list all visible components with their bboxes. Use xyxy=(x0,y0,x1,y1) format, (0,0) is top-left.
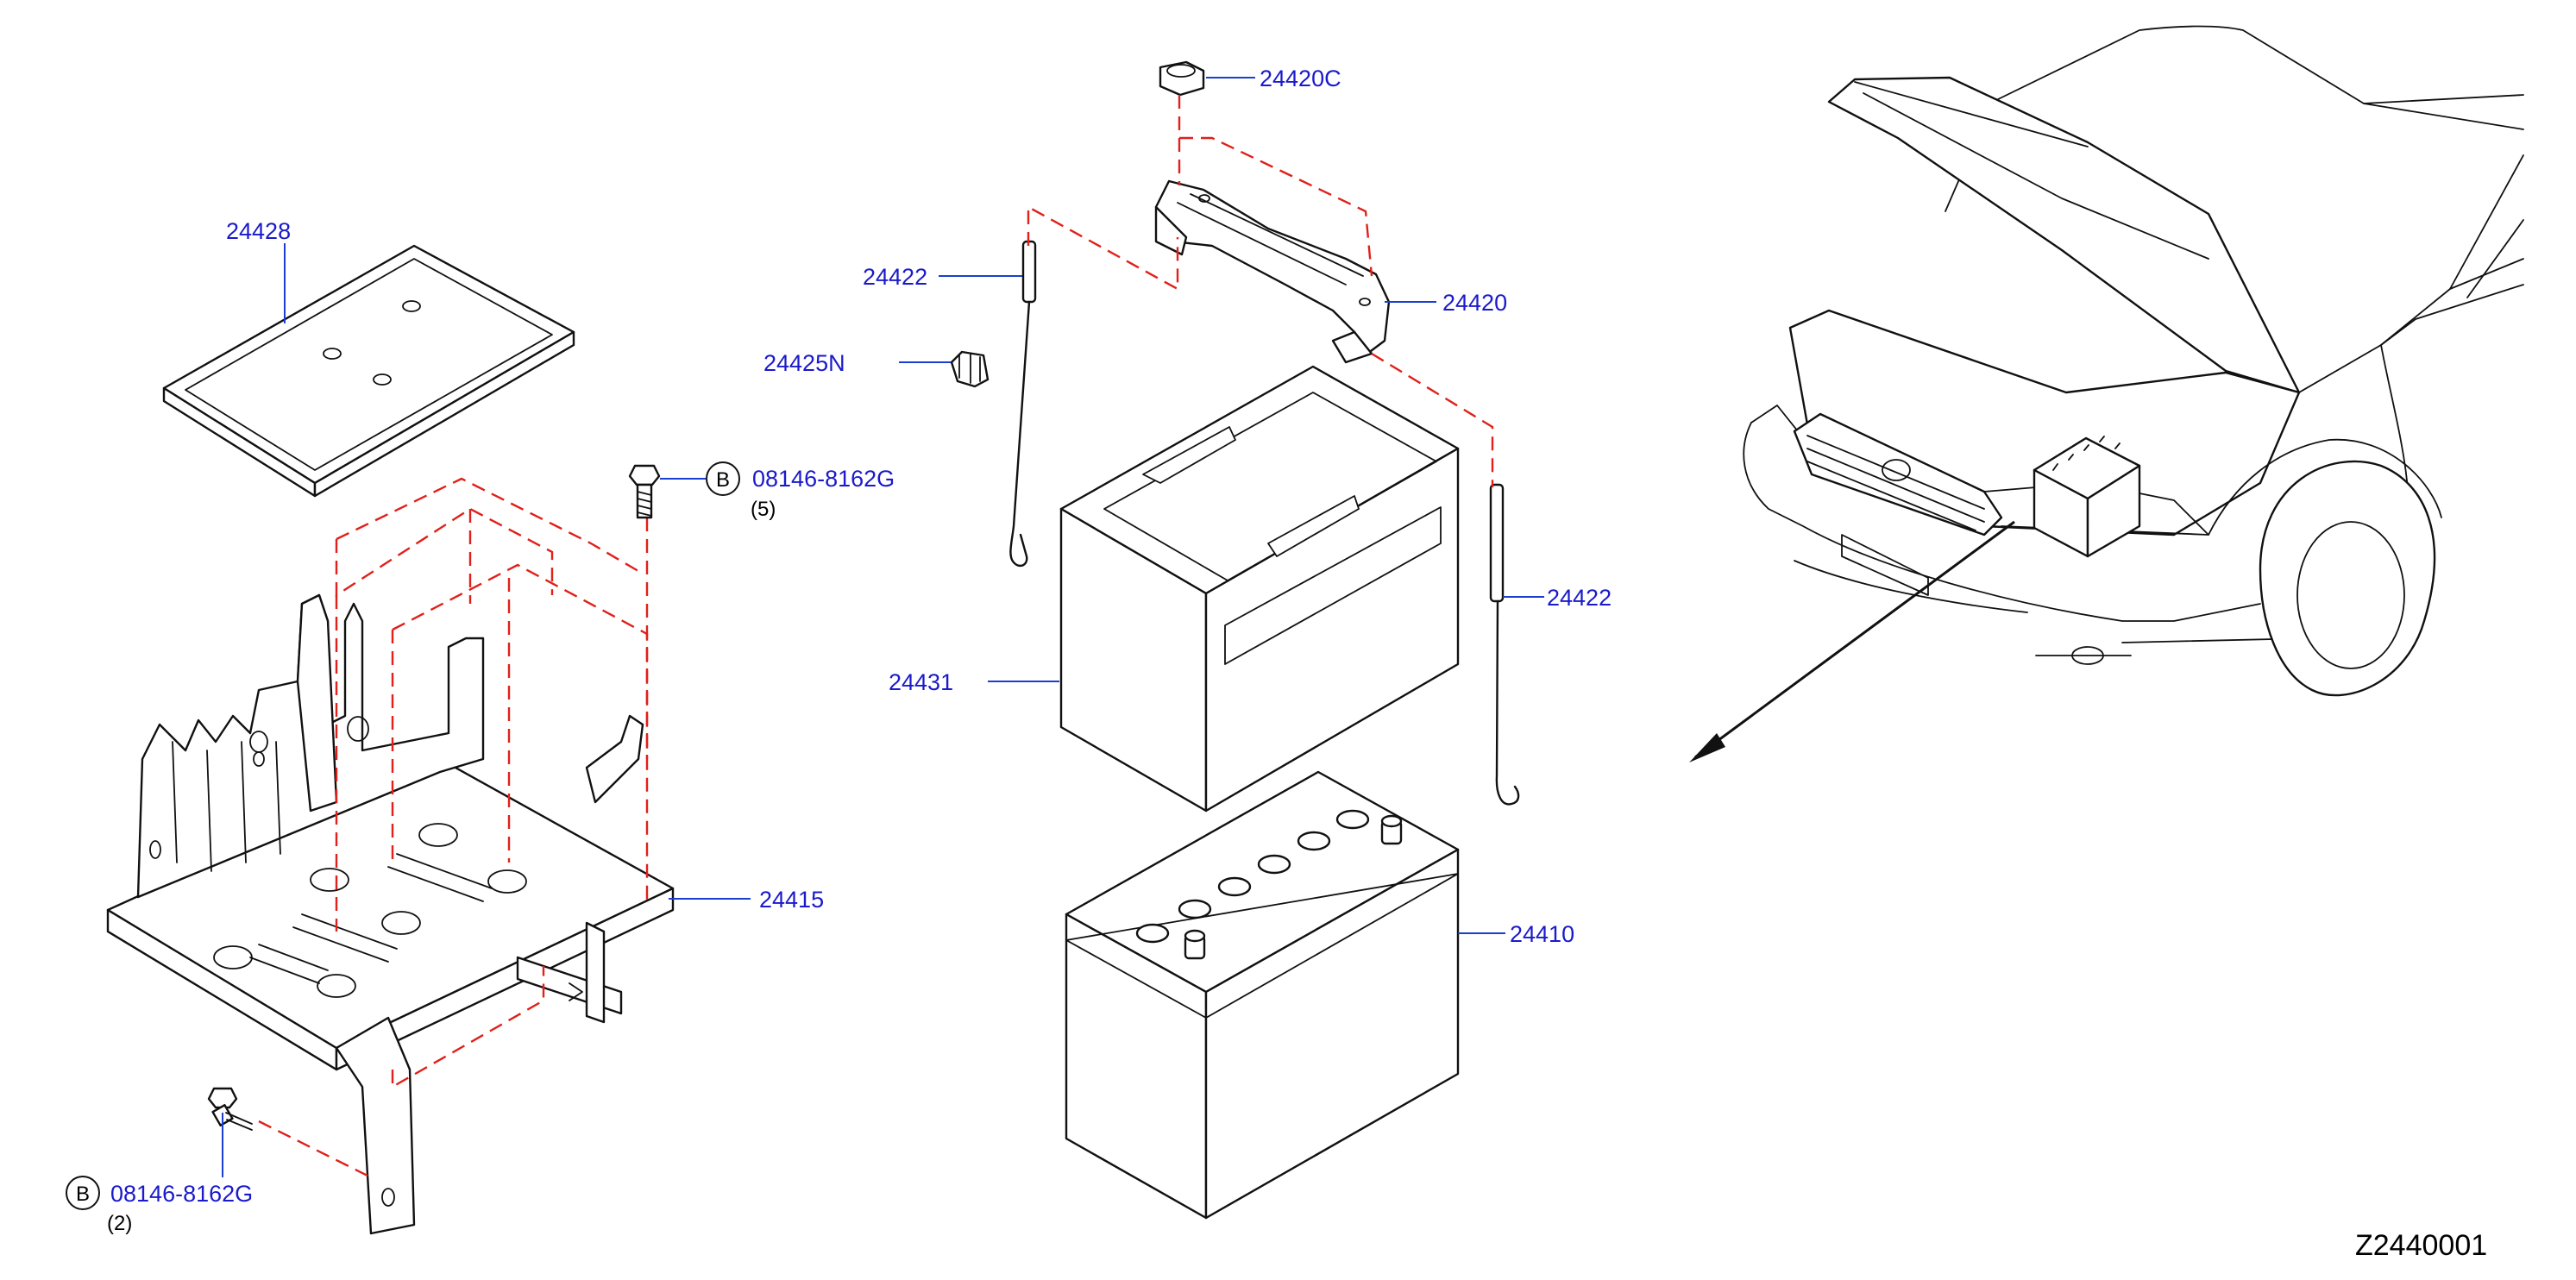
hold-rod-24422-left xyxy=(1009,240,1037,568)
label-24428: 24428 xyxy=(226,218,291,244)
label-24431: 24431 xyxy=(889,669,953,695)
svg-text:B: B xyxy=(716,468,730,492)
label-24422-left: 24422 xyxy=(863,264,927,290)
battery-terminals xyxy=(1135,809,1403,960)
bolt-marker-top: B xyxy=(706,461,740,496)
bolt-marker-bottom: B xyxy=(66,1176,100,1210)
label-bolt-top: 08146-8162G xyxy=(752,466,895,492)
vehicle-location-illustration xyxy=(1689,25,2524,762)
diagram-code: Z2440001 xyxy=(2355,1229,2487,1262)
bolt-icon-bottom xyxy=(207,1087,253,1131)
bolt-icon-top xyxy=(628,464,661,519)
battery-tray-24415 xyxy=(106,593,675,1235)
assembly-guide-lines-right xyxy=(1027,95,1494,487)
label-24422-right: 24422 xyxy=(1547,585,1612,611)
battery-24410 xyxy=(1065,770,1460,1220)
nut-24420C xyxy=(1159,60,1205,97)
clip-24425N xyxy=(950,350,990,388)
assembly-guide-lines-left xyxy=(258,477,649,1179)
battery-cover-24431 xyxy=(1059,365,1460,813)
qty-bolt-bottom: (2) xyxy=(107,1212,132,1235)
battery-frame-24420 xyxy=(1154,179,1391,364)
label-bolt-bottom: 08146-8162G xyxy=(110,1181,253,1207)
svg-text:B: B xyxy=(76,1183,90,1206)
label-24420: 24420 xyxy=(1442,290,1507,316)
label-24425N: 24425N xyxy=(763,350,845,376)
label-24415: 24415 xyxy=(759,887,824,913)
hold-rod-24422-right xyxy=(1489,483,1520,806)
label-24410: 24410 xyxy=(1510,921,1574,947)
label-24420C: 24420C xyxy=(1260,66,1341,91)
battery-pad-24428 xyxy=(162,244,575,498)
qty-bolt-top: (5) xyxy=(751,498,776,521)
